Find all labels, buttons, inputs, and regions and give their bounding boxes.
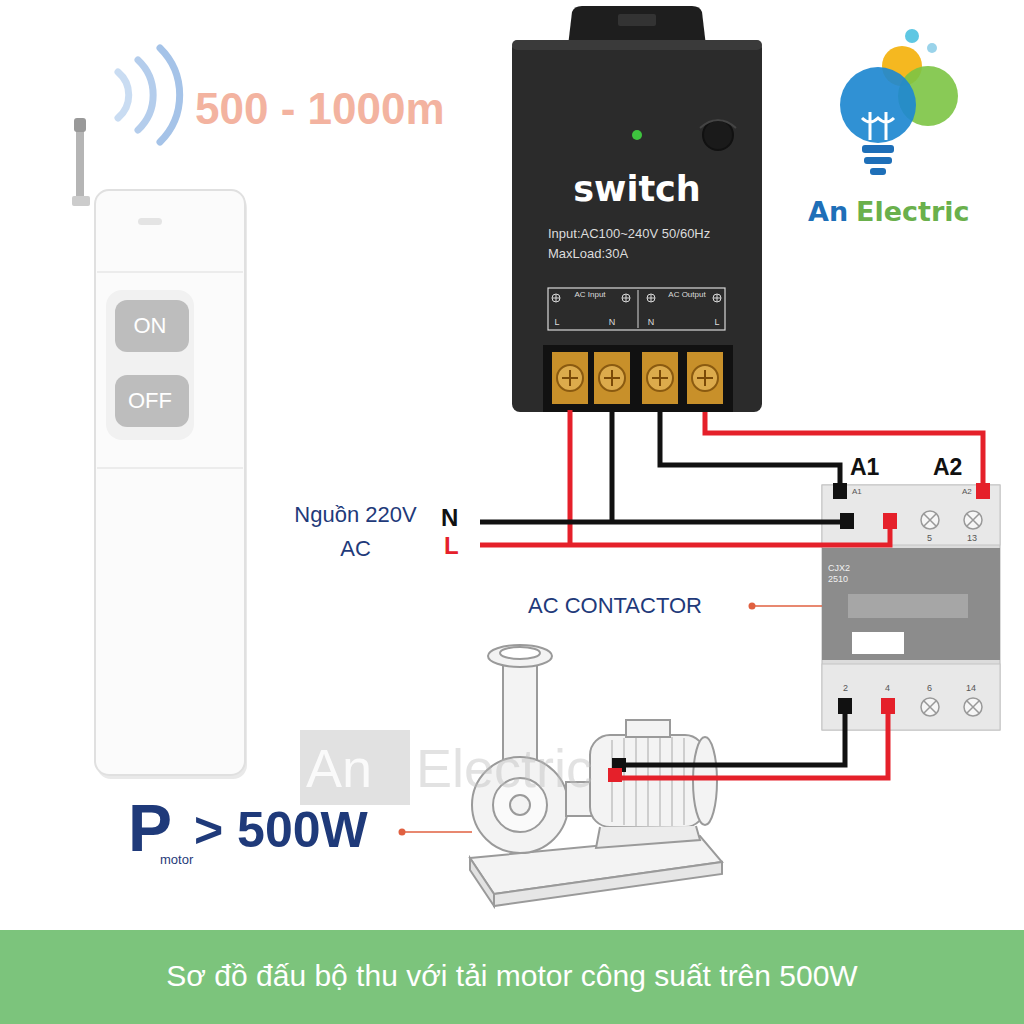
- off-button: OFF: [115, 375, 189, 427]
- watermark: An: [306, 737, 372, 799]
- terminal-number: A2: [962, 487, 972, 496]
- watermark: Electric: [416, 737, 593, 799]
- remote-control: [72, 118, 247, 779]
- model-number: CJX2 2510: [828, 563, 864, 585]
- terminal-label: L: [551, 317, 563, 327]
- receiver-housing: [512, 6, 762, 412]
- component-label: AC CONTACTOR: [528, 593, 702, 619]
- power-value: > 500W: [194, 800, 368, 860]
- wire-terminals: [608, 483, 990, 782]
- terminal-group-label: AC Output: [663, 290, 711, 299]
- logo-bulb: [840, 29, 958, 175]
- terminal-number: 13: [967, 533, 977, 543]
- spec-text: MaxLoad:30A: [548, 246, 628, 262]
- button-label: OFF: [115, 388, 185, 414]
- device-name: switch: [512, 168, 762, 210]
- caption: Sơ đồ đấu bộ thu với tải motor công suất…: [0, 958, 1024, 994]
- caption-band: [0, 930, 1024, 1024]
- terminal-number: 4: [885, 683, 890, 693]
- receiver-box: switchInput:AC100~240V 50/60HzMaxLoad:30…: [512, 40, 766, 412]
- control-wire: [705, 412, 983, 485]
- line-label: L: [444, 533, 459, 559]
- terminal-number: 5: [927, 533, 932, 543]
- button-label: ON: [115, 313, 185, 339]
- logo-text: Electric: [856, 196, 970, 227]
- terminal-label: N: [606, 317, 618, 327]
- on-button: ON: [115, 300, 189, 352]
- terminal-group-label: AC Input: [572, 290, 608, 299]
- power-subscript: motor: [160, 852, 193, 867]
- wires: [480, 410, 890, 778]
- contactor-body: [822, 485, 1000, 730]
- range-label: 500 - 1000m: [195, 84, 445, 134]
- terminal-number: 2: [843, 683, 848, 693]
- neutral-label: N: [441, 505, 458, 531]
- terminal-label: N: [645, 317, 657, 327]
- watermark-box: [300, 730, 410, 805]
- terminal-number: 6: [927, 683, 932, 693]
- control-wire: [660, 412, 840, 485]
- terminal-number: A1: [852, 487, 862, 496]
- radio-waves: [118, 48, 180, 142]
- coil-terminal-label: A1: [850, 454, 879, 480]
- power-source-label: Nguồn 220V AC: [283, 498, 428, 566]
- spec-text: Input:AC100~240V 50/60Hz: [548, 226, 710, 242]
- terminal-number: 14: [966, 683, 976, 693]
- contactor: CJX2 2510: [822, 485, 1000, 730]
- logo-text: An: [808, 196, 848, 227]
- coil-terminal-label: A2: [933, 454, 962, 480]
- leader-lines: [399, 603, 823, 836]
- terminal-label: L: [711, 317, 723, 327]
